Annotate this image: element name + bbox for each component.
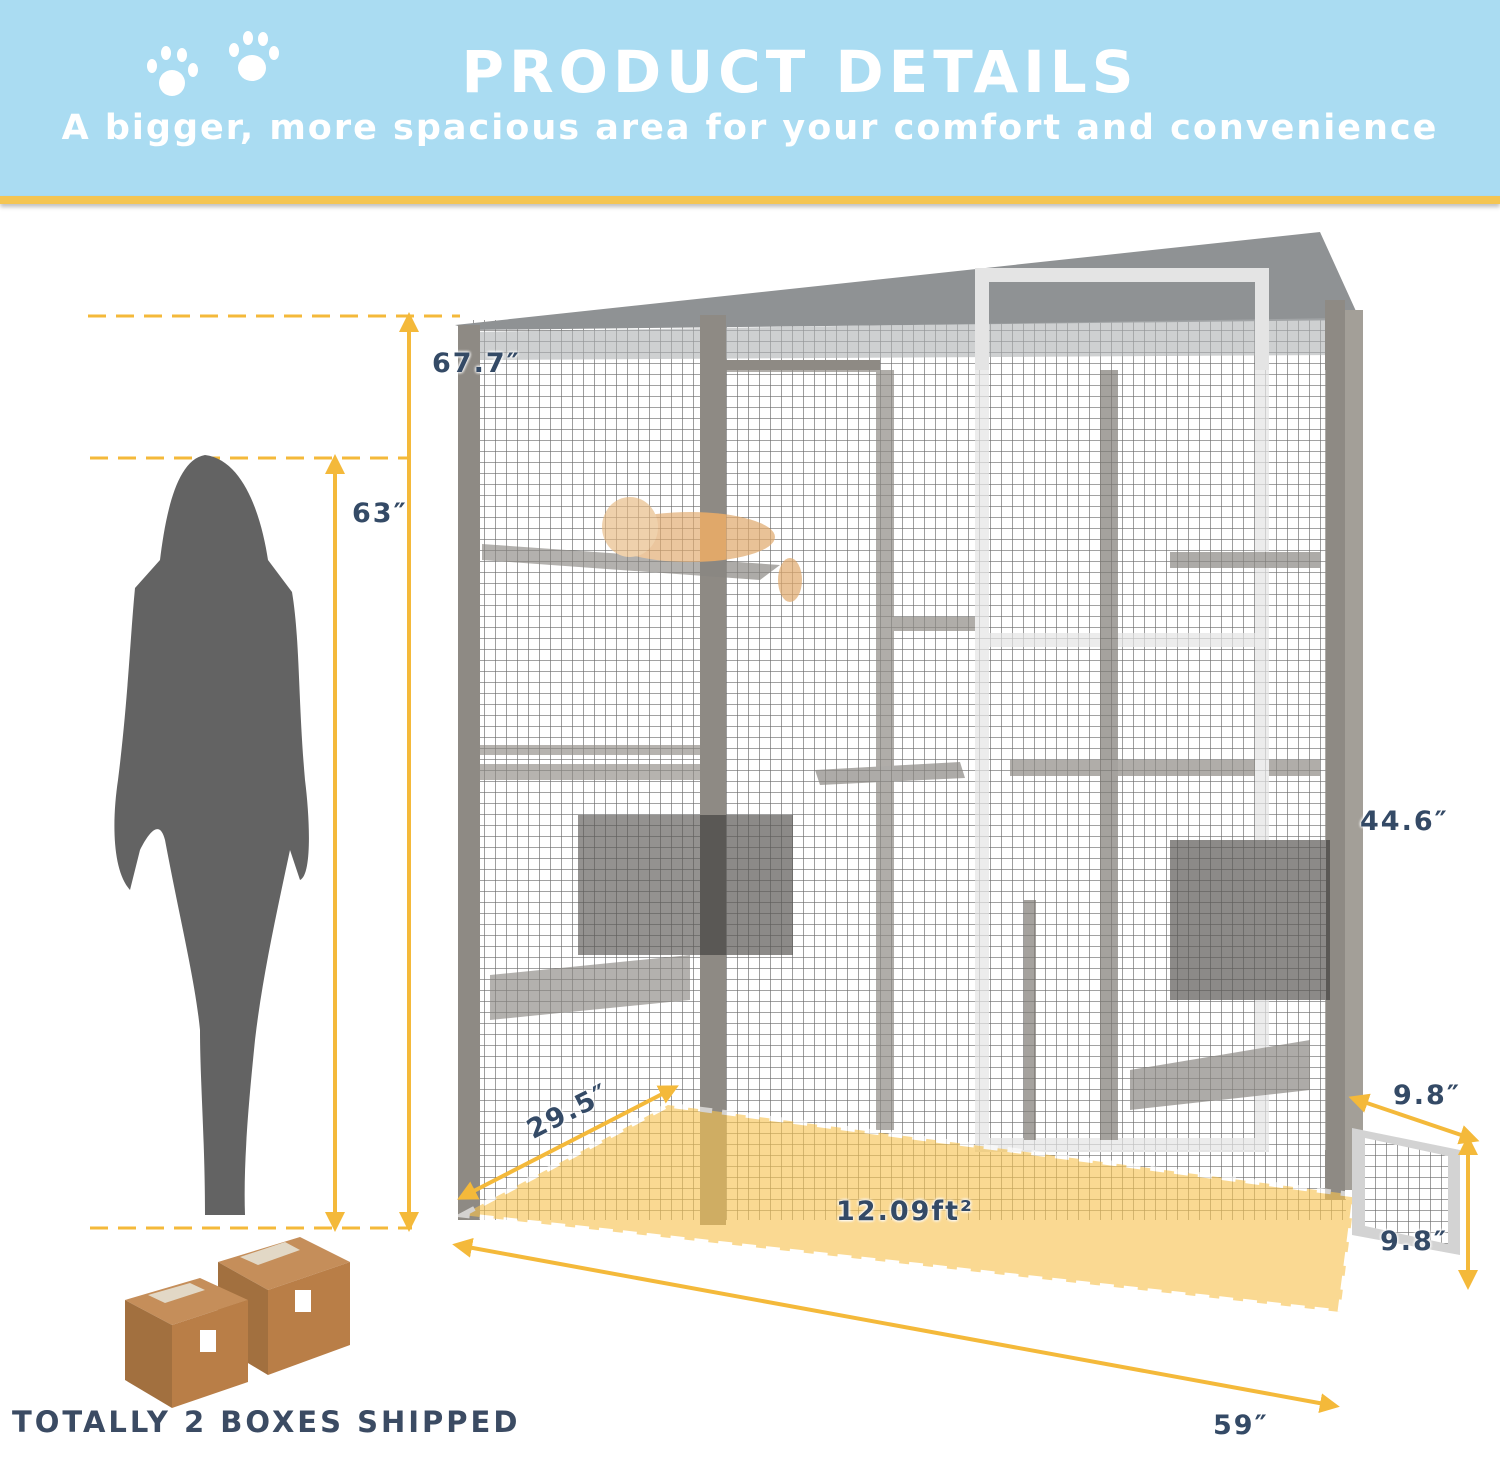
page-title: PRODUCT DETAILS	[461, 38, 1139, 106]
catio-cage	[455, 232, 1363, 1225]
header-banner: PRODUCT DETAILS A bigger, more spacious …	[0, 0, 1500, 196]
person-silhouette	[114, 455, 309, 1215]
person-height-label: 63″	[352, 498, 408, 529]
inner-height-label: 44.6″	[1360, 806, 1449, 837]
shipping-boxes-icon	[125, 1237, 350, 1408]
floor-area-label: 12.09ft²	[836, 1196, 974, 1227]
door-width-label: 9.8″	[1393, 1080, 1461, 1111]
width-label: 59″	[1213, 1410, 1269, 1441]
page-subtitle: A bigger, more spacious area for your co…	[61, 108, 1439, 148]
paw-prints-icon	[147, 31, 279, 96]
total-height-label: 67.7″	[432, 348, 521, 379]
shipping-label: TOTALLY 2 BOXES SHIPPED	[12, 1405, 521, 1439]
banner-divider	[0, 196, 1500, 204]
small-door-image	[1352, 1128, 1460, 1255]
door-height-label: 9.8″	[1380, 1226, 1448, 1257]
reference-lines	[88, 314, 460, 1230]
